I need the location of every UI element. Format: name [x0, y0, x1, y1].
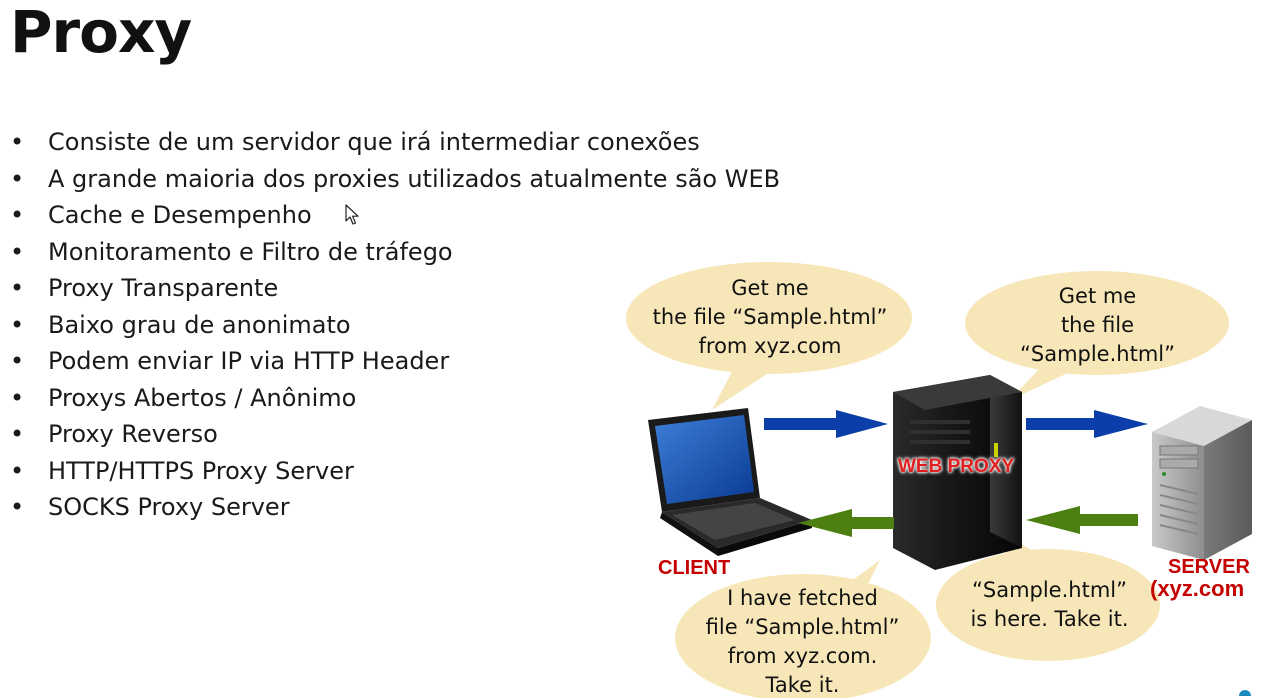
bullet-item: • Proxys Abertos / Anônimo: [10, 380, 780, 417]
web-proxy-label: WEB PROXY: [898, 456, 1015, 477]
bubble-text-client-request: Get me the file “Sample.html” from xyz.c…: [640, 274, 900, 361]
bubble-text-proxy-request: Get me the file “Sample.html”: [1000, 282, 1195, 369]
bubble-text-server-response: “Sample.html” is here. Take it.: [952, 576, 1147, 634]
bullet-item: • Cache e Desempenho: [10, 197, 780, 234]
bubble-line: “Sample.html”: [971, 578, 1127, 602]
bullet-text: Cache e Desempenho: [48, 201, 312, 229]
bubble-line: the file “Sample.html”: [652, 305, 888, 329]
bubble-line: from xyz.com: [698, 334, 842, 358]
corner-indicator: [1239, 690, 1251, 696]
bubble-line: I have fetched: [727, 586, 878, 610]
bullet-text: Monitoramento e Filtro de tráfego: [48, 237, 453, 266]
bullet-dot: •: [10, 456, 25, 485]
bullet-text: Proxys Abertos / Anônimo: [48, 383, 357, 412]
bullet-dot: •: [10, 310, 25, 339]
bullet-text: Proxy Reverso: [48, 420, 218, 448]
bubble-client-request: [626, 262, 912, 410]
client-label: CLIENT: [658, 557, 731, 579]
bubble-line: from xyz.com.: [727, 644, 878, 668]
bubble-line: the file: [1060, 313, 1135, 337]
bubble-proxy-request: [965, 271, 1229, 400]
bullet-text: Proxy Transparente: [48, 274, 279, 302]
bullet-dot: •: [10, 201, 25, 229]
slide-title: Proxy: [10, 0, 192, 66]
bullet-text: A grande maioria dos proxies utilizados …: [48, 164, 781, 193]
bubble-line: “Sample.html”: [1019, 342, 1175, 366]
bullet-item: • Consiste de um servidor que irá interme…: [10, 124, 780, 161]
bubble-line: is here. Take it.: [970, 607, 1129, 631]
bubble-text-proxy-response: I have fetched file “Sample.html” from x…: [690, 584, 915, 700]
bullet-dot: •: [10, 274, 25, 302]
request-arrow-proxy-to-server: [1026, 410, 1148, 438]
bullet-dot: •: [10, 164, 25, 193]
bullet-list: • Consiste de um servidor que irá interme…: [10, 124, 780, 526]
bullet-item: • Proxy Transparente: [10, 270, 780, 307]
bullet-dot: •: [10, 237, 25, 266]
request-arrow-client-to-proxy: [764, 410, 888, 438]
bullet-item: • Proxy Reverso: [10, 416, 780, 453]
bullet-item: • SOCKS Proxy Server: [10, 489, 780, 526]
bubble-line: Get me: [731, 276, 809, 300]
bullet-dot: •: [10, 493, 25, 521]
bullet-item: • HTTP/HTTPS Proxy Server: [10, 453, 780, 490]
response-arrow-proxy-to-client: [798, 509, 894, 537]
bullet-dot: •: [10, 347, 25, 375]
bullet-item: • A grande maioria dos proxies utilizados…: [10, 161, 780, 198]
server-icon: [1152, 406, 1252, 560]
bubble-line: file “Sample.html”: [705, 615, 900, 639]
mouse-pointer-icon: [345, 204, 359, 225]
bullet-dot: •: [10, 420, 25, 448]
bubble-line: Take it.: [765, 673, 840, 697]
bullet-text: Consiste de um servidor que irá intermed…: [48, 128, 700, 156]
bullet-text: Podem enviar IP via HTTP Header: [48, 347, 450, 375]
bullet-item: • Podem enviar IP via HTTP Header: [10, 343, 780, 380]
bullet-text: SOCKS Proxy Server: [48, 493, 290, 521]
server-label: SERVER: [1168, 556, 1250, 578]
laptop-icon: [648, 408, 812, 556]
web-proxy-tower-icon: [893, 375, 1022, 570]
response-arrow-server-to-proxy: [1026, 506, 1138, 534]
bullet-item: • Baixo grau de anonimato: [10, 307, 780, 344]
server-domain-label: (xyz.com: [1150, 576, 1245, 601]
bullet-text: HTTP/HTTPS Proxy Server: [48, 456, 354, 485]
bullet-item: • Monitoramento e Filtro de tráfego: [10, 234, 780, 271]
bubble-line: Get me: [1058, 284, 1137, 308]
bullet-dot: •: [10, 128, 25, 156]
bullet-text: Baixo grau de anonimato: [48, 310, 351, 339]
bullet-dot: •: [10, 383, 25, 412]
bubble-proxy-response: [675, 560, 931, 698]
